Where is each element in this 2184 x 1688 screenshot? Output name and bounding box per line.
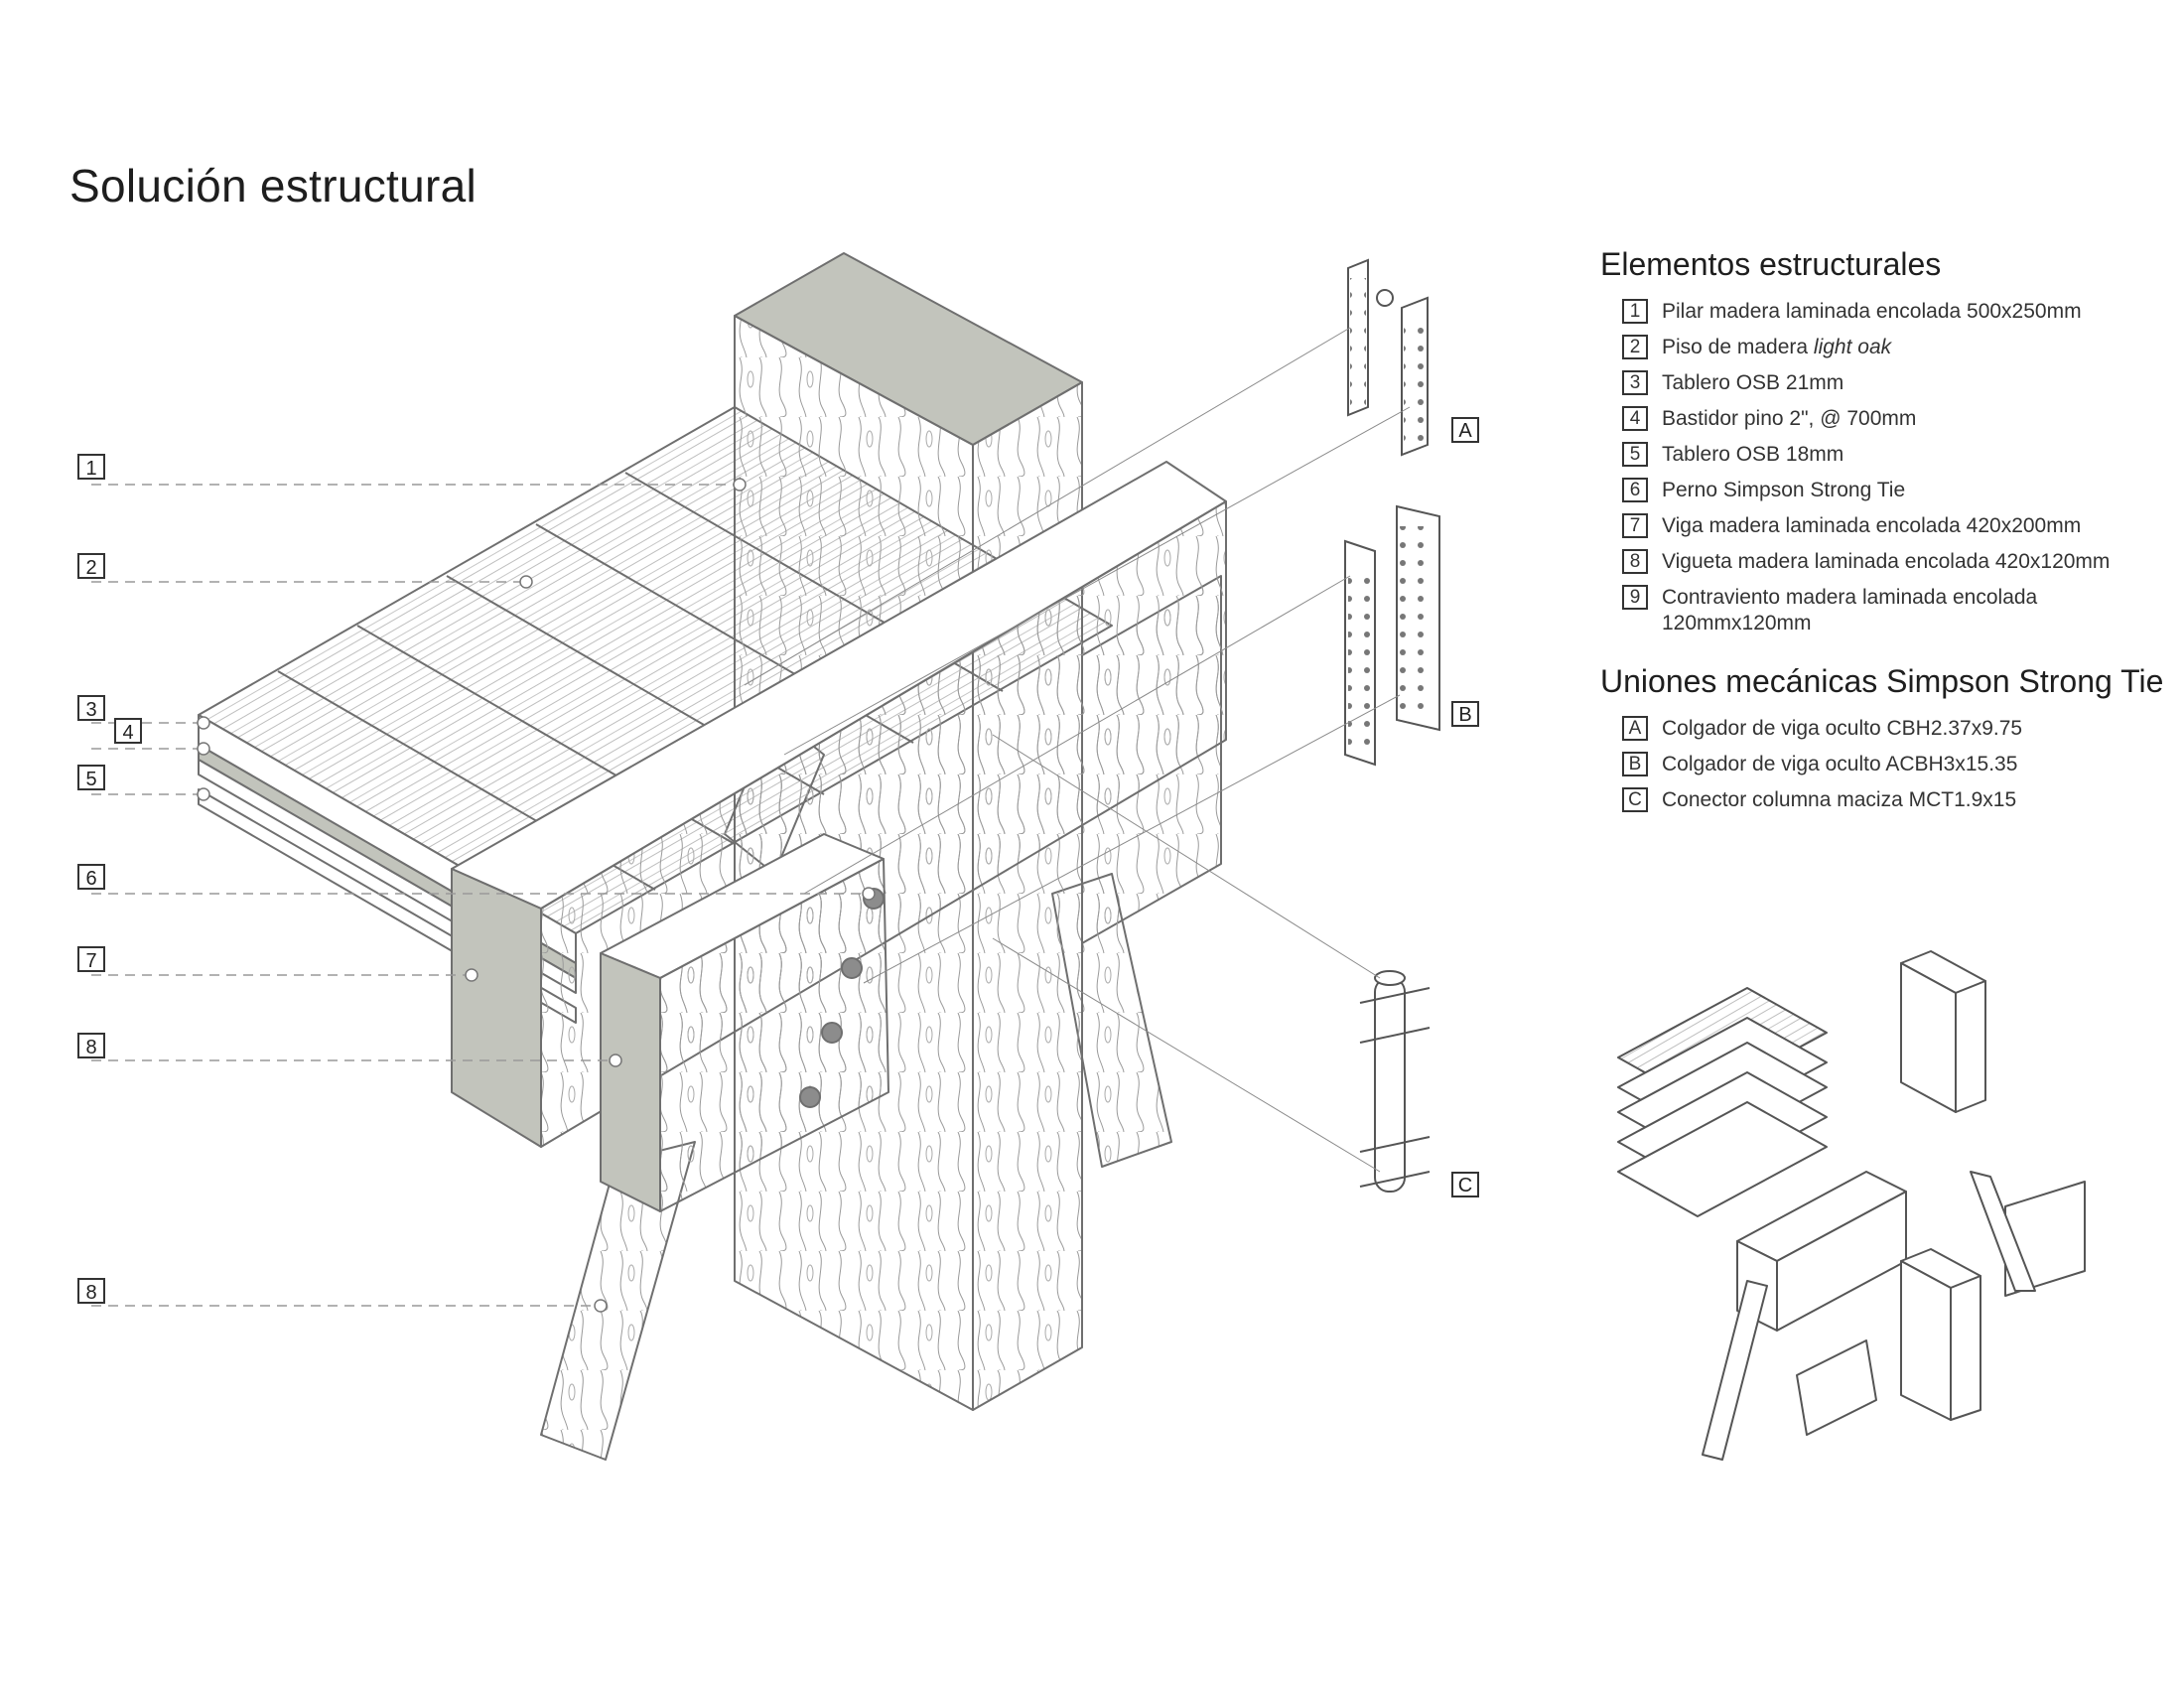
legend-num: 3	[1622, 370, 1648, 395]
legend-item-4: 4 Bastidor pino 2", @ 700mm	[1622, 406, 2110, 432]
legend-text: Tablero OSB 18mm	[1662, 443, 1844, 466]
callout-4: 4	[114, 718, 142, 744]
legend-text: Contraviento madera laminada encolada 12…	[1662, 586, 2038, 634]
legend-item-6: 6 Perno Simpson Strong Tie	[1622, 478, 2110, 503]
legend-text: Viga madera laminada encolada 420x200mm	[1662, 514, 2082, 537]
legend-num: 6	[1622, 478, 1648, 502]
exploded-assembly	[1617, 950, 2086, 1461]
joint-text: Colgador de viga oculto CBH2.37x9.75	[1662, 717, 2023, 740]
joist	[600, 833, 889, 1212]
legend-text: Tablero OSB 21mm	[1662, 371, 1844, 394]
legend-num: 1	[1622, 299, 1648, 324]
legend-text: Pilar madera laminada encolada 500x250mm	[1662, 300, 2082, 323]
legend-text: Bastidor pino 2", @ 700mm	[1662, 407, 1917, 430]
joint-item-c: C Conector columna maciza MCT1.9x15	[1622, 787, 2163, 813]
legend-text-italic: light oak	[1813, 336, 1892, 358]
legend-item-7: 7 Viga madera laminada encolada 420x200mm	[1622, 513, 2110, 539]
callout-8: 8	[77, 1033, 105, 1058]
page-title: Solución estructural	[69, 160, 477, 211]
legend-text: Vigueta madera laminada encolada 420x120…	[1662, 550, 2111, 573]
legend-text: Piso de madera light oak	[1662, 335, 1891, 360]
legend-item-1: 1 Pilar madera laminada encolada 500x250m…	[1622, 299, 2110, 325]
callout-5: 5	[77, 765, 105, 790]
legend-text-main: Piso de madera	[1662, 336, 1814, 358]
joint-text: Colgador de viga oculto ACBH3x15.35	[1662, 753, 2018, 775]
callout-7: 7	[77, 946, 105, 972]
callout-3: 3	[77, 695, 105, 721]
connector-tag-b: B	[1451, 701, 1479, 727]
legend-num: 4	[1622, 406, 1648, 431]
callout-6: 6	[77, 864, 105, 890]
callout-1: 1	[77, 454, 105, 480]
mechanical-joints-heading: Uniones mecánicas Simpson Strong Tie	[1600, 663, 2164, 699]
structural-elements-heading: Elementos estructurales	[1600, 246, 1942, 282]
callout-8-brace: 8	[77, 1278, 105, 1304]
structural-elements-list: 1 Pilar madera laminada encolada 500x250m…	[1600, 299, 2110, 636]
legend-num: 7	[1622, 513, 1648, 538]
connector-c	[1359, 970, 1431, 1193]
structural-elements-legend: Elementos estructurales 1 Pilar madera la…	[1600, 246, 2110, 646]
legend-num: 5	[1622, 442, 1648, 467]
joint-item-a: A Colgador de viga oculto CBH2.37x9.75	[1622, 716, 2163, 742]
joint-letter: C	[1622, 787, 1648, 812]
callout-2: 2	[77, 553, 105, 579]
connector-tag-c: C	[1451, 1172, 1479, 1197]
legend-item-9: 9 Contraviento madera laminada encolada 1…	[1622, 585, 2110, 636]
joint-letter: A	[1622, 716, 1648, 741]
legend-num: 8	[1622, 549, 1648, 574]
legend-text: Perno Simpson Strong Tie	[1662, 479, 1906, 501]
connector-a	[1347, 258, 1429, 457]
joint-text: Conector columna maciza MCT1.9x15	[1662, 788, 2017, 811]
joint-item-b: B Colgador de viga oculto ACBH3x15.35	[1622, 752, 2163, 777]
legend-item-3: 3 Tablero OSB 21mm	[1622, 370, 2110, 396]
legend-num: 9	[1622, 585, 1648, 610]
joint-letter: B	[1622, 752, 1648, 776]
mechanical-joints-legend: Uniones mecánicas Simpson Strong Tie A Co…	[1600, 663, 2163, 823]
legend-item-8: 8 Vigueta madera laminada encolada 420x12…	[1622, 549, 2110, 575]
legend-num: 2	[1622, 335, 1648, 359]
connector-tag-a: A	[1451, 417, 1479, 443]
legend-item-5: 5 Tablero OSB 18mm	[1622, 442, 2110, 468]
legend-item-2: 2 Piso de madera light oak	[1622, 335, 2110, 360]
connector-b	[1344, 504, 1440, 767]
